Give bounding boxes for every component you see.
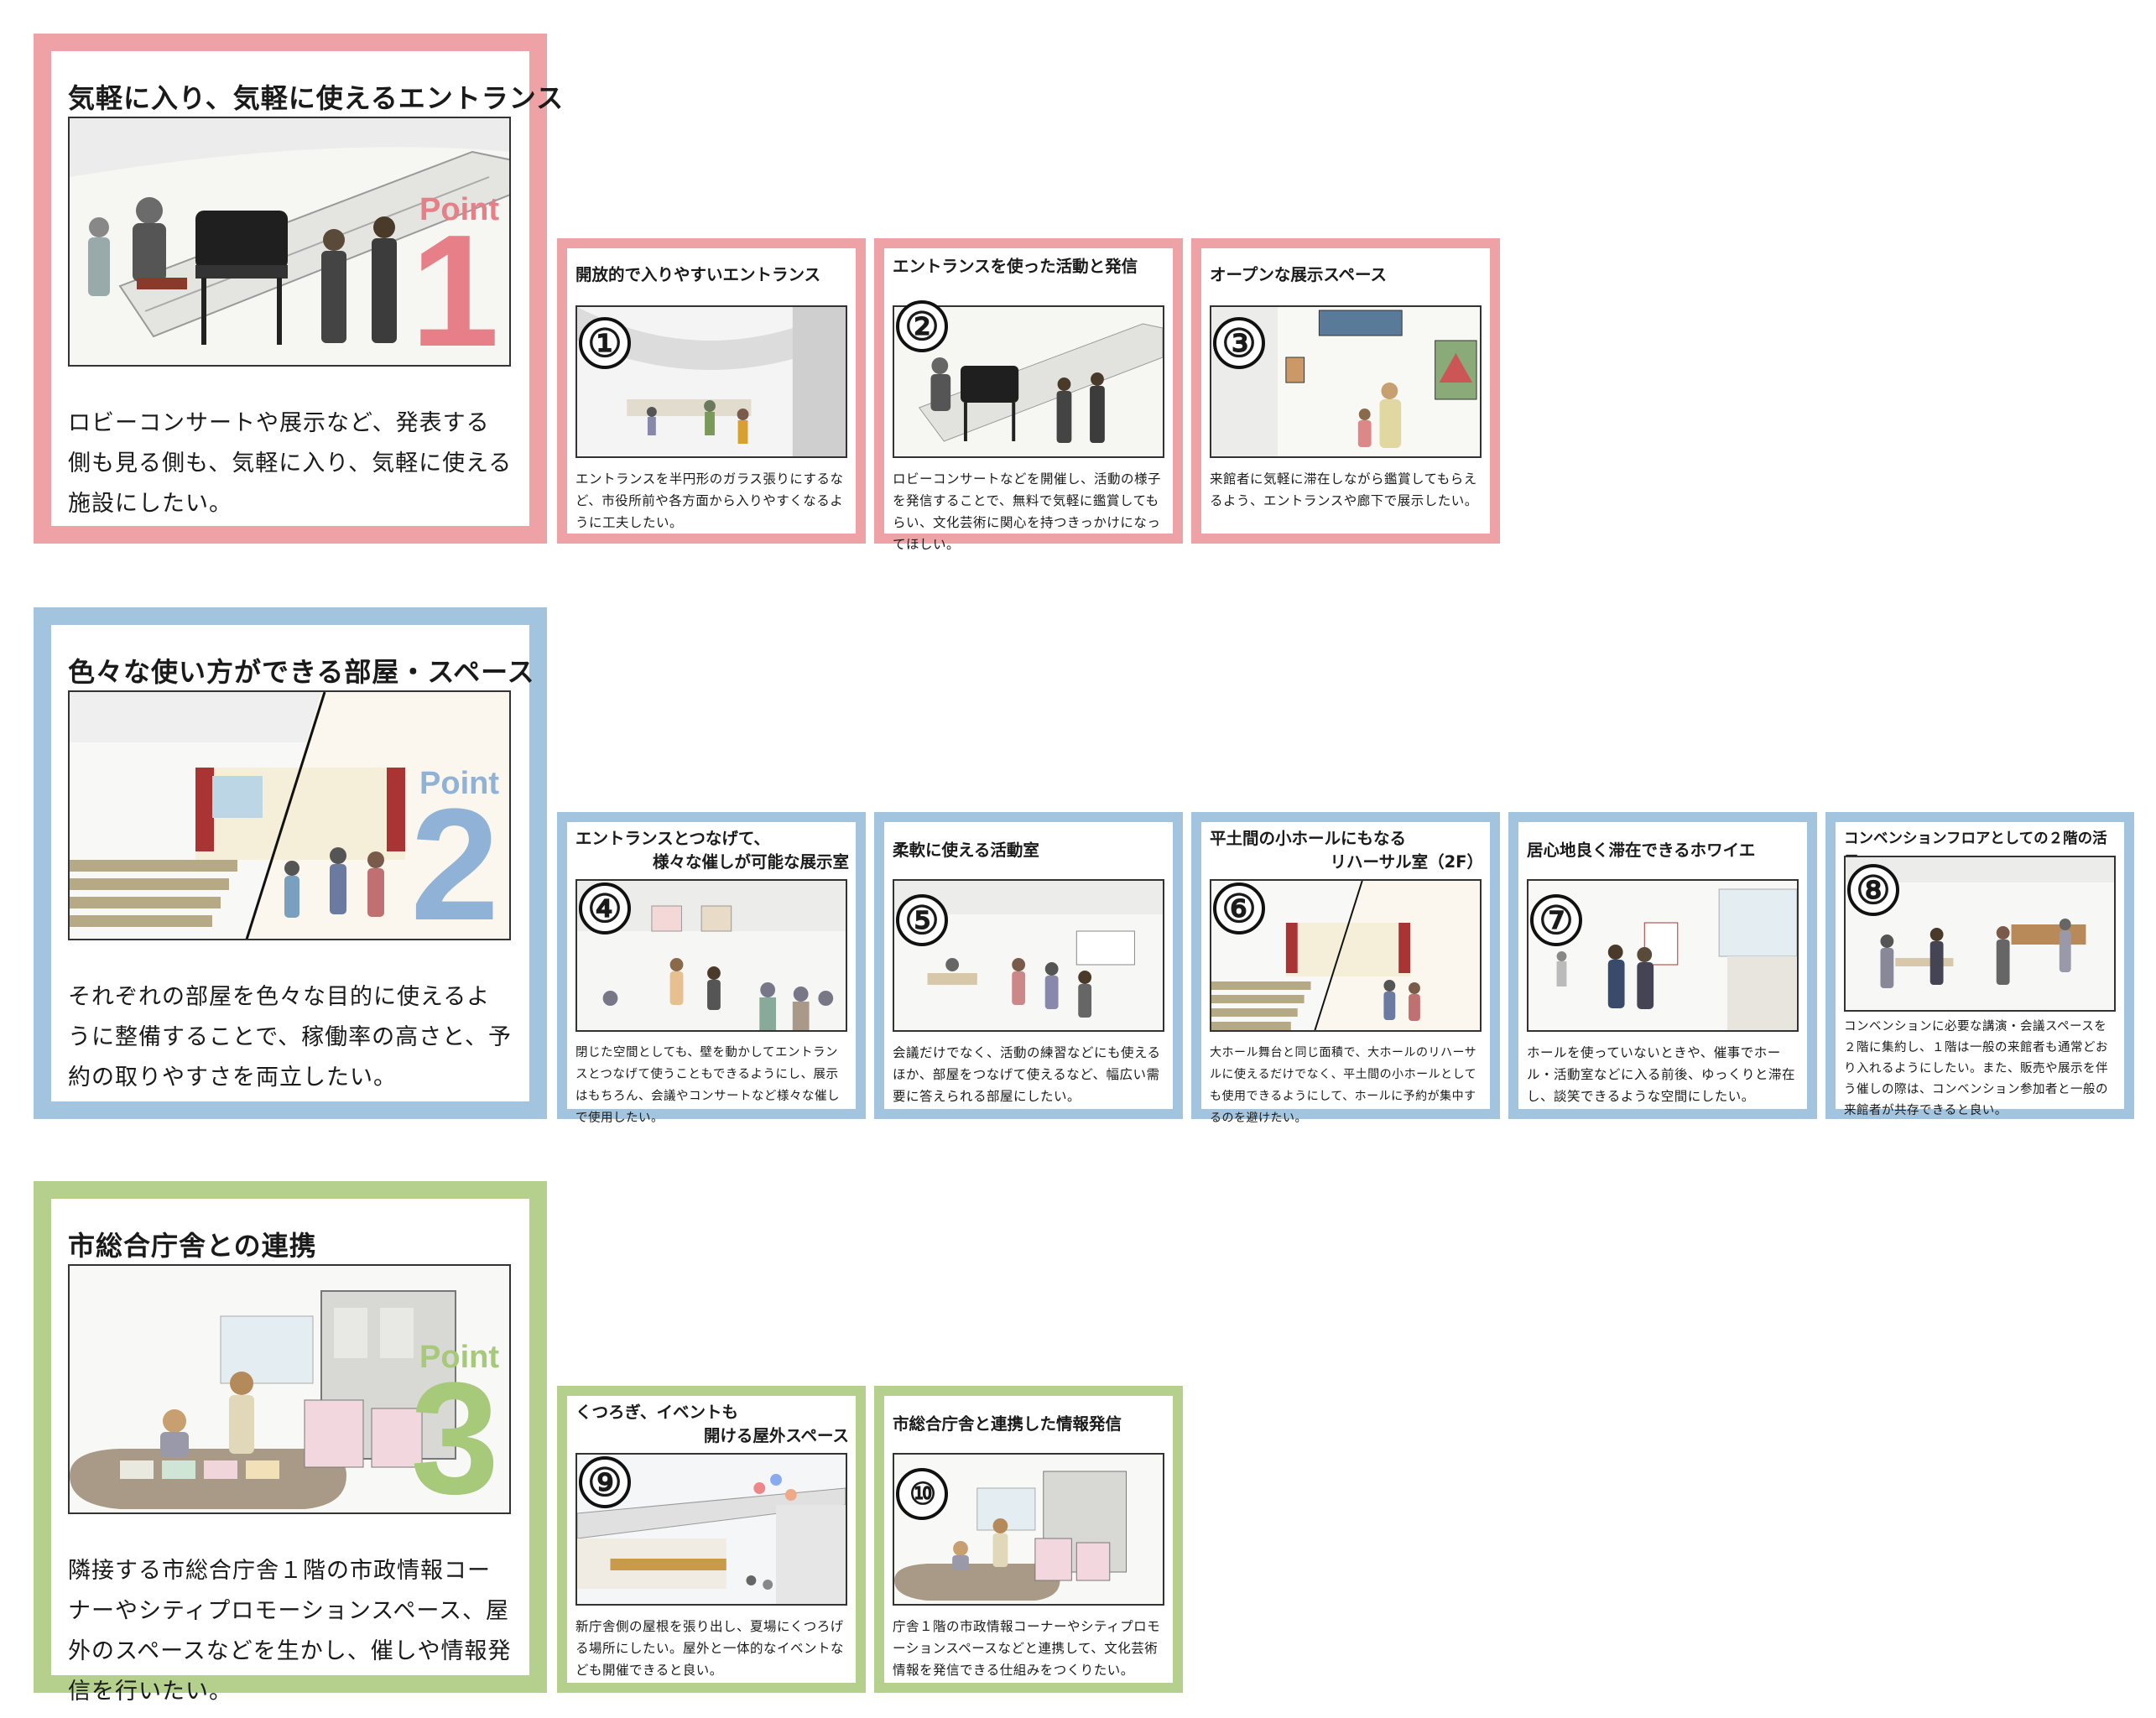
point-2-illustration: Point 2: [68, 690, 511, 940]
item-7-description: ホールを使っていないときや、催事でホール・活動室などに入る前後、ゆっくりと滞在し…: [1527, 1045, 1796, 1104]
item-card-5: 柔軟に使える活動室 ⑤ 会議だけでなく、活動の練習などにも使えるほか、部屋をつな…: [874, 812, 1183, 1119]
item-6-description: 大ホール舞台と同じ面積で、大ホールのリハーサルに使えるだけでなく、平土間の小ホー…: [1210, 1046, 1477, 1125]
item-1-number: ①: [579, 317, 631, 369]
item-4-description: 閉じた空間としても、壁を動かしてエントランスとつなげて使うこともできるようにし、…: [575, 1046, 840, 1125]
point-1-title: 気軽に入り、気軽に使えるエントランス: [68, 82, 565, 114]
item-3-number: ③: [1213, 317, 1265, 369]
item-4-title: エントランスとつなげて、様々な催しが可能な展示室: [575, 829, 849, 872]
item-6-number: ⑥: [1213, 882, 1265, 934]
item-2-number: ②: [896, 300, 948, 352]
item-9-illustration: [575, 1453, 847, 1606]
item-card-4: エントランスとつなげて、様々な催しが可能な展示室 ④ 閉じた空間としても、壁を動…: [557, 812, 866, 1125]
point-1-card: 気軽に入り、気軽に使えるエントランス Poi: [34, 34, 565, 544]
item-9-number: ⑨: [579, 1456, 631, 1508]
item-7-number: ⑦: [1530, 894, 1582, 946]
point-3-illustration: Point 3: [68, 1264, 511, 1514]
point-1-word: Point: [419, 192, 499, 227]
item-8-number: ⑧: [1847, 864, 1899, 916]
item-5-title: 柔軟に使える活動室: [893, 841, 1039, 860]
item-card-3: オープンな展示スペース ③ 来館者に気軽に滞在しながら鑑賞してもらえるよう、エン…: [1191, 238, 1500, 544]
item-5-description: 会議だけでなく、活動の練習などにも使えるほか、部屋をつなげて使えるなど、幅広い需…: [893, 1045, 1161, 1104]
item-1-description: エントランスを半円形のガラス張りにするなど、市役所前や各方面から入りやすくなるよ…: [575, 471, 844, 530]
point-1-illustration: Point 1: [68, 117, 511, 367]
point-1-description: ロビーコンサートや展示など、発表する側も見る側も、気軽に入り、気軽に使える施設に…: [68, 410, 513, 517]
item-card-10: 市総合庁舎と連携した情報発信 ⑩ 庁舎１階の市政情報コーナーやシティプロモーショ…: [874, 1386, 1183, 1693]
point-2-description: それぞれの部屋を色々な目的に使えるように整備することで、稼働率の高さと、予約の取…: [68, 984, 513, 1091]
item-6-title: 平土間の小ホールにもなるリハーサル室（2F）: [1210, 829, 1483, 872]
item-card-2: エントランスを使った活動と発信 ② ロビーコンサートなどを開催し、活動の様子を発…: [874, 238, 1183, 552]
point-2-title: 色々な使い方ができる部屋・スペース: [68, 656, 535, 688]
item-3-title: オープンな展示スペース: [1210, 265, 1387, 284]
item-card-6: 平土間の小ホールにもなるリハーサル室（2F） ⑥ 大ホール舞台と同じ面積で、大ホ…: [1191, 812, 1500, 1125]
point-3-title: 市総合庁舎との連携: [68, 1230, 317, 1262]
point-3-number: 3: [410, 1350, 499, 1514]
item-10-number: ⑩: [896, 1468, 948, 1520]
item-9-title: くつろぎ、イベントも開ける屋外スペース: [575, 1403, 849, 1445]
point-3-word: Point: [419, 1340, 499, 1375]
point-3-card: 市総合庁舎との連携 Point 3 隣接する市総合庁舎１階の市政情報コーナーやシ…: [34, 1181, 547, 1705]
item-10-title: 市総合庁舎と連携した情報発信: [893, 1414, 1122, 1434]
point-2-card: 色々な使い方ができる部屋・スペース: [34, 607, 547, 1119]
item-5-number: ⑤: [896, 894, 948, 946]
point-1-number: 1: [410, 202, 499, 367]
item-card-7: 居心地良く滞在できるホワイエ ⑦ ホールを使っていないときや、催事でホール・活動…: [1508, 812, 1817, 1119]
point-2-number: 2: [410, 776, 499, 940]
item-2-title: エントランスを使った活動と発信: [893, 257, 1138, 276]
item-2-description: ロビーコンサートなどを開催し、活動の様子を発信することで、無料で気軽に鑑賞しても…: [893, 471, 1162, 552]
item-9-description: 新庁舎側の屋根を張り出し、夏場にくつろげる場所にしたい。屋外と一体的なイベントな…: [575, 1619, 845, 1678]
point-3-description: 隣接する市総合庁舎１階の市政情報コーナーやシティプロモーションスペース、屋外のス…: [68, 1558, 512, 1705]
item-1-title: 開放的で入りやすいエントランス: [575, 265, 821, 284]
item-7-title: 居心地良く滞在できるホワイエ: [1527, 841, 1756, 860]
item-3-description: 来館者に気軽に滞在しながら鑑賞してもらえるよう、エントランスや廊下で展示したい。: [1210, 471, 1478, 508]
point-2-word: Point: [419, 766, 499, 801]
item-8-description: コンベンションに必要な講演・会議スペースを２階に集約し、１階は一般の来館者も通常…: [1844, 1020, 2108, 1117]
item-card-9: くつろぎ、イベントも開ける屋外スペース ⑨ 新庁舎側の屋根を張り出し、夏場にくつ…: [557, 1386, 866, 1693]
item-card-8: コンベンションフロアとしての２階の活用 ⑧ コンベンションに必要な講演・会議スペ…: [1825, 812, 2134, 1119]
item-10-description: 庁舎１階の市政情報コーナーやシティプロモーションスペースなどと連携して、文化芸術…: [893, 1619, 1161, 1678]
item-4-number: ④: [579, 882, 631, 934]
item-card-1: 開放的で入りやすいエントランス ① エントランスを半円形のガラス張りにするなど、…: [557, 238, 866, 544]
